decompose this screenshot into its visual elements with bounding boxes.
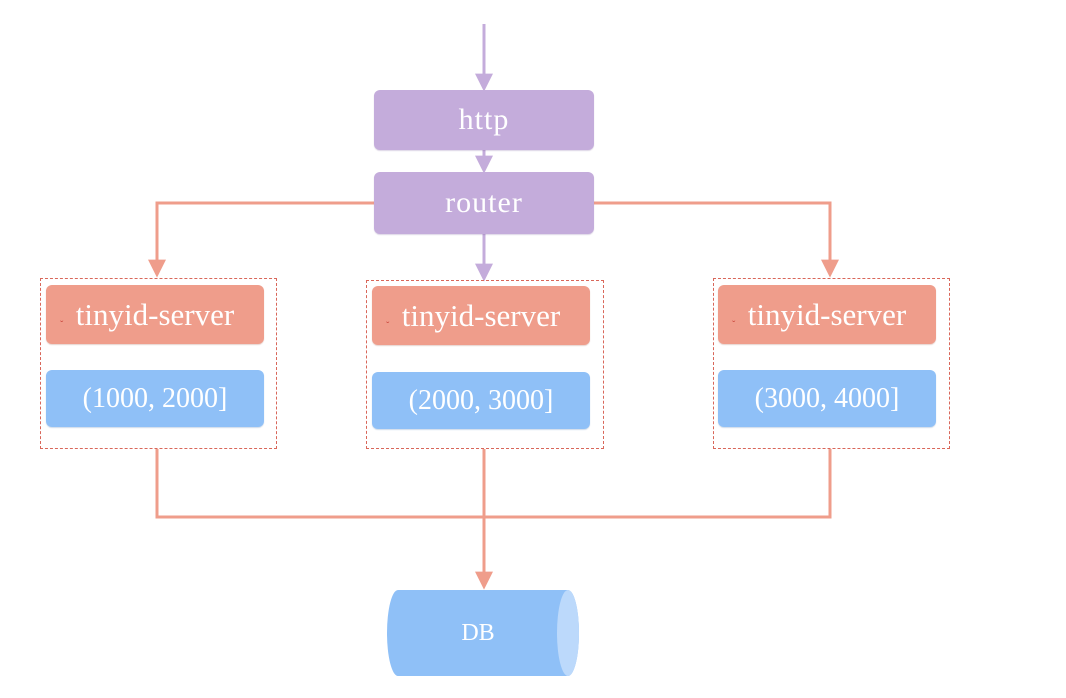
arrow-router-to-server-1 <box>148 201 374 278</box>
db-cylinder <box>387 590 579 676</box>
server-3-range-label: (3000, 4000] <box>754 382 900 414</box>
server-3-label: tinyid-server <box>747 296 907 332</box>
server-2-range: (2000, 3000] <box>372 372 590 429</box>
server-1-label: tinyid-server <box>75 296 235 332</box>
router-node: router <box>374 172 594 234</box>
line-server-1-to-bus <box>155 449 484 519</box>
server-group-1 <box>40 278 277 449</box>
server-1-range: (1000, 2000] <box>46 370 264 427</box>
spell-check-mark: ˇ <box>386 321 390 332</box>
db-node: DB <box>398 590 558 676</box>
server-3-node: tinyid-server <box>718 285 936 344</box>
spell-check-mark: ˇ <box>732 320 736 331</box>
line-server-3-to-bus <box>484 449 832 519</box>
server-1-node: tinyid-server <box>46 285 264 344</box>
server-2-label: tinyid-server <box>401 297 561 333</box>
http-node: http <box>374 90 594 150</box>
http-label: http <box>458 103 510 136</box>
server-3-range: (3000, 4000] <box>718 370 936 427</box>
db-label: DB <box>461 619 495 646</box>
server-group-2 <box>366 280 604 449</box>
server-1-range-label: (1000, 2000] <box>82 382 228 414</box>
router-label: router <box>445 186 523 219</box>
server-group-3 <box>713 278 950 449</box>
server-2-node: tinyid-server <box>372 286 590 345</box>
arrow-router-to-server-3 <box>593 201 839 278</box>
spell-check-mark: ˇ <box>60 320 64 331</box>
server-2-range-label: (2000, 3000] <box>408 384 554 416</box>
